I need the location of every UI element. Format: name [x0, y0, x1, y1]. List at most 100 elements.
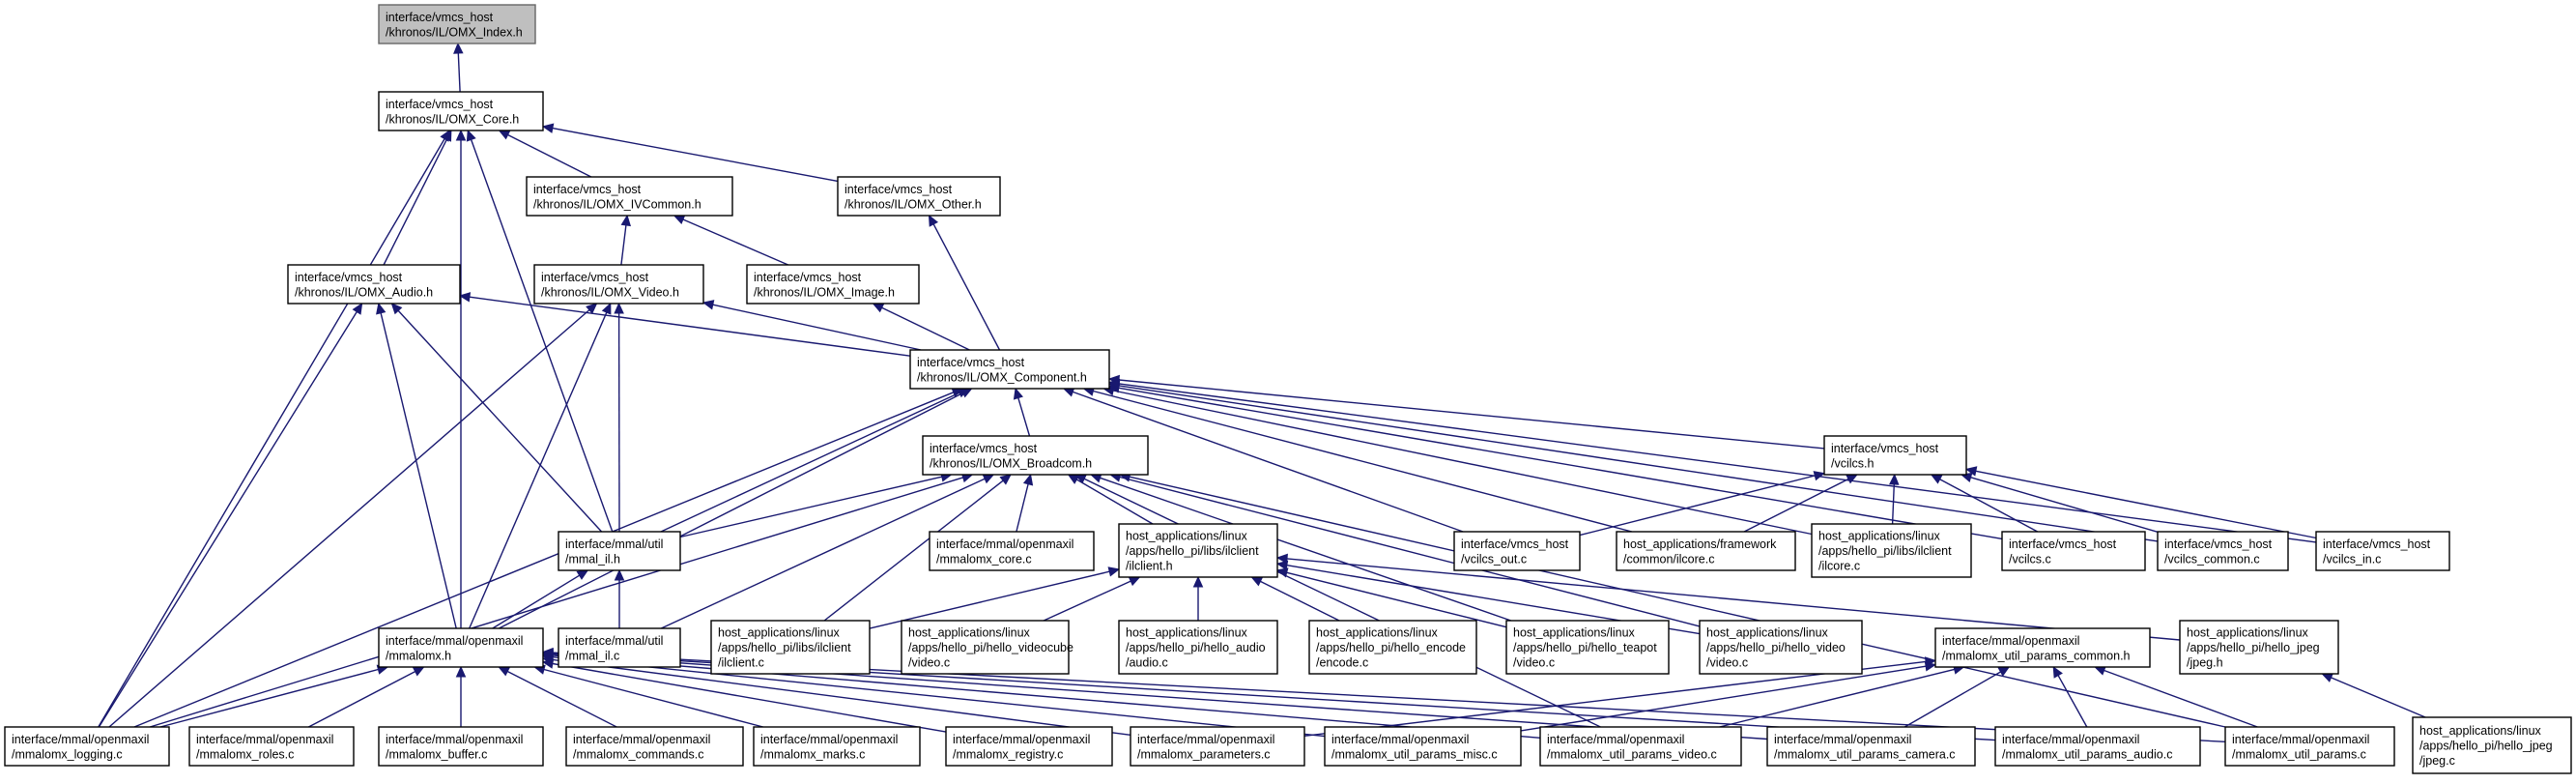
file-node-params-camera[interactable]: interface/mmal/openmaxil/mmalomx_util_pa…: [1766, 726, 1976, 767]
node-label-line: /apps/hello_pi/libs/ilclient: [718, 641, 851, 654]
edge-hello-teapot-to-ilclient-h: [1275, 567, 1507, 628]
edge-line: [492, 574, 581, 629]
node-box: [533, 264, 704, 305]
file-node-ilclient-c[interactable]: host_applications/linux/apps/hello_pi/li…: [710, 620, 871, 675]
file-node-mmal-il-h[interactable]: interface/mmal/util/mmal_il.h: [558, 531, 681, 571]
file-node-vcilcs-h[interactable]: interface/vmcs_host/vcilcs.h: [1823, 435, 1967, 476]
file-node-commands[interactable]: interface/mmal/openmaxil/mmalomx_command…: [565, 726, 744, 767]
file-node-params-video[interactable]: interface/mmal/openmaxil/mmalomx_util_pa…: [1539, 726, 1742, 767]
edge-line: [380, 312, 457, 629]
file-node-params-c[interactable]: interface/mmal/openmaxil/mmalomx_util_pa…: [2224, 726, 2395, 767]
file-node-registry[interactable]: interface/mmal/openmaxil/mmalomx_registr…: [945, 726, 1113, 767]
node-label-line: interface/mmal/openmaxil: [2002, 733, 2139, 746]
edge-logging-to-broadcom: [149, 473, 974, 728]
node-label-line: /mmalomx_commands.c: [573, 747, 703, 761]
edge-arrowhead: [2052, 665, 2063, 679]
file-node-marks[interactable]: interface/mmal/openmaxil/mmalomx_marks.c: [753, 726, 921, 767]
edge-fw-ilcore-to-component: [1082, 386, 1633, 533]
file-node-roles[interactable]: interface/mmal/openmaxil/mmalomx_roles.c: [188, 726, 355, 767]
file-node-mmalomx-core[interactable]: interface/mmal/openmaxil/mmalomx_core.c: [929, 531, 1095, 571]
edge-line: [469, 296, 911, 357]
edge-core-to-index: [453, 42, 464, 93]
node-label-line: host_applications/linux: [1818, 530, 1941, 543]
node-label-line: interface/vmcs_host: [930, 442, 1038, 455]
edge-arrowhead: [614, 302, 624, 314]
edge-line: [1093, 390, 1633, 533]
file-node-fw-ilcore[interactable]: host_applications/framework/common/ilcor…: [1616, 531, 1796, 571]
file-node-hello-video[interactable]: host_applications/linux/apps/hello_pi/he…: [1699, 620, 1863, 675]
node-box: [746, 264, 920, 305]
edge-line: [2057, 675, 2088, 728]
edge-mmalomx-h-to-audio: [376, 302, 457, 629]
edge-ilcore-c-to-vcilcs-h: [1889, 473, 1900, 525]
file-node-broadcom[interactable]: interface/vmcs_host/khronos/IL/OMX_Broad…: [922, 435, 1149, 476]
node-label-line: /vcilcs_common.c: [2164, 552, 2260, 566]
file-node-params-misc[interactable]: interface/mmal/openmaxil/mmalomx_util_pa…: [1324, 726, 1522, 767]
edge-line: [149, 477, 963, 728]
node-label-line: interface/mmal/openmaxil: [2232, 733, 2369, 746]
edge-line: [506, 670, 617, 728]
node-label-line: interface/mmal/util: [565, 634, 663, 648]
edge-line: [1073, 391, 1464, 533]
node-box: [565, 726, 744, 767]
node-box: [558, 627, 681, 668]
file-node-jpeg-c[interactable]: host_applications/linux/apps/hello_pi/he…: [2412, 716, 2572, 774]
node-label-line: /khronos/IL/OMX_Audio.h: [295, 285, 433, 299]
file-node-logging[interactable]: interface/mmal/openmaxil/mmalomx_logging…: [4, 726, 170, 767]
node-label-line: /video.c: [908, 656, 950, 670]
file-node-image[interactable]: interface/vmcs_host/khronos/IL/OMX_Image…: [746, 264, 920, 305]
node-box: [1505, 620, 1670, 675]
file-node-ivcommon[interactable]: interface/vmcs_host/khronos/IL/OMX_IVCom…: [526, 176, 733, 217]
file-node-parameters[interactable]: interface/mmal/openmaxil/mmalomx_paramet…: [1130, 726, 1305, 767]
edge-mmal-il-c-to-mmal-il-h: [614, 568, 625, 628]
node-label-line: /khronos/IL/OMX_Broadcom.h: [930, 456, 1092, 470]
node-box: [945, 726, 1113, 767]
file-node-index[interactable]: interface/vmcs_host/khronos/IL/OMX_Index…: [378, 4, 536, 44]
edge-line: [682, 218, 788, 266]
node-box: [2179, 620, 2339, 675]
file-node-vcilcs-out[interactable]: interface/vmcs_host/vcilcs_out.c: [1453, 531, 1581, 571]
node-label-line: /khronos/IL/OMX_Component.h: [917, 370, 1087, 384]
file-node-ilcore-c[interactable]: host_applications/linux/apps/hello_pi/li…: [1811, 523, 1972, 578]
node-label-line: /apps/hello_pi/hello_teapot: [1513, 641, 1657, 654]
file-node-buffer[interactable]: interface/mmal/openmaxil/mmalomx_buffer.…: [378, 726, 544, 767]
file-node-mmal-il-c[interactable]: interface/mmal/util/mmal_il.c: [558, 627, 681, 668]
file-node-videocube[interactable]: host_applications/linux/apps/hello_pi/he…: [901, 620, 1073, 675]
file-node-component[interactable]: interface/vmcs_host/khronos/IL/OMX_Compo…: [909, 349, 1110, 390]
file-node-vcilcs-c[interactable]: interface/vmcs_host/vcilcs.c: [2001, 531, 2146, 571]
edge-arrowhead: [352, 302, 363, 315]
file-node-core[interactable]: interface/vmcs_host/khronos/IL/OMX_Core.…: [378, 91, 544, 131]
file-node-hello-audio[interactable]: host_applications/linux/apps/hello_pi/he…: [1118, 620, 1278, 675]
file-node-hello-teapot[interactable]: host_applications/linux/apps/hello_pi/he…: [1505, 620, 1670, 675]
file-node-video[interactable]: interface/vmcs_host/khronos/IL/OMX_Video…: [533, 264, 704, 305]
file-node-other[interactable]: interface/vmcs_host/khronos/IL/OMX_Other…: [837, 176, 1001, 217]
node-box: [378, 4, 536, 44]
file-node-audio[interactable]: interface/vmcs_host/khronos/IL/OMX_Audio…: [287, 264, 461, 305]
file-node-vcilcs-in[interactable]: interface/vmcs_host/vcilcs_in.c: [2315, 531, 2450, 571]
node-label-line: host_applications/linux: [1316, 626, 1439, 640]
edge-roles-to-mmalomx-h: [308, 666, 425, 728]
file-node-jpeg-h[interactable]: host_applications/linux/apps/hello_pi/he…: [2179, 620, 2339, 675]
edge-line: [932, 223, 1001, 351]
edge-arrowhead: [458, 292, 472, 303]
node-box: [2315, 531, 2450, 571]
file-node-hello-encode[interactable]: host_applications/linux/apps/hello_pi/he…: [1308, 620, 1477, 675]
file-node-ilclient-h[interactable]: host_applications/linux/apps/hello_pi/li…: [1118, 523, 1278, 578]
file-node-params-common-h[interactable]: interface/mmal/openmaxil/mmalomx_util_pa…: [1934, 627, 2151, 668]
node-box: [1118, 620, 1278, 675]
edge-line: [1119, 476, 1701, 627]
edge-arrowhead: [455, 129, 467, 141]
file-node-params-audio[interactable]: interface/mmal/openmaxil/mmalomx_util_pa…: [1994, 726, 2201, 767]
edge-arrowhead: [2321, 673, 2334, 682]
node-box: [287, 264, 461, 305]
edge-line: [1118, 387, 2003, 540]
edge-ilclient-c-to-ilclient-h: [869, 566, 1121, 629]
edge-mmal-il-h-to-broadcom: [679, 472, 953, 538]
edge-arrowhead: [1107, 378, 1121, 390]
file-node-mmalomx-h[interactable]: interface/mmal/openmaxil/mmalomx.h: [378, 627, 544, 668]
file-node-vcilcs-common[interactable]: interface/vmcs_host/vcilcs_common.c: [2157, 531, 2289, 571]
node-label-line: interface/vmcs_host: [386, 11, 494, 24]
edge-arrowhead: [541, 123, 555, 133]
node-label-line: /mmal_il.h: [565, 552, 620, 566]
